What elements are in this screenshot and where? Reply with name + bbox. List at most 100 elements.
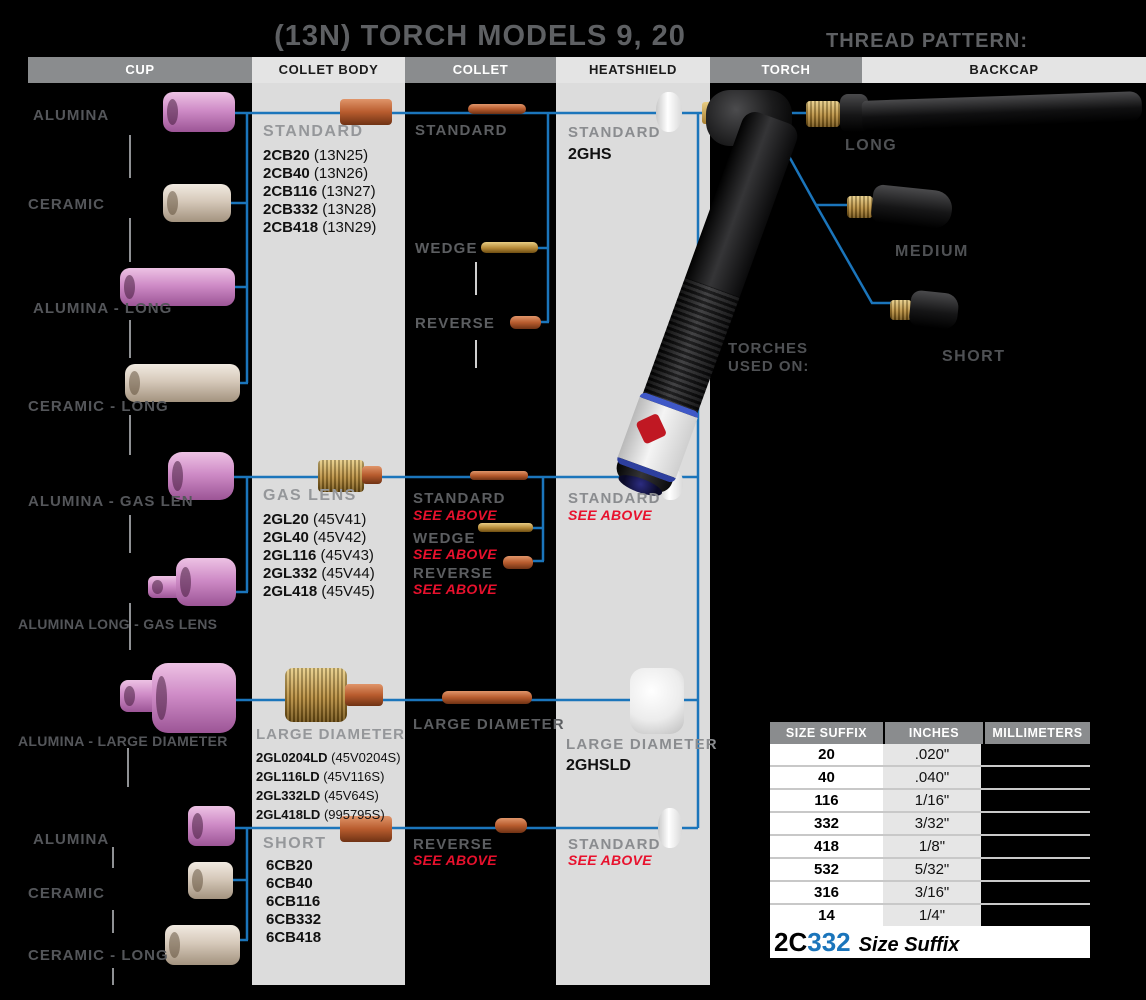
collet-wedge2-note: SEE ABOVE bbox=[413, 546, 497, 562]
cup-alumina-long-gas-lens-neck bbox=[148, 576, 182, 598]
part-number: 2CB332 (13N28) bbox=[263, 201, 377, 218]
collet-standard2-note: SEE ABOVE bbox=[413, 507, 497, 523]
table-row: 20.020" bbox=[770, 744, 1090, 767]
collet-body-short-title: SHORT bbox=[263, 835, 327, 852]
part-number: 2GL116 (45V43) bbox=[263, 547, 374, 564]
collet-reverse3-note: SEE ABOVE bbox=[413, 852, 497, 868]
part-number: 6CB116 bbox=[266, 893, 321, 910]
collet-wedge-image bbox=[481, 242, 538, 253]
part-number: 6CB332 bbox=[266, 911, 322, 928]
heatshield-standard3-label: STANDARD bbox=[568, 836, 661, 853]
collet-body-large-diameter-tip bbox=[345, 684, 383, 706]
column-header-backcap: BACKCAP bbox=[862, 57, 1146, 83]
backcap-long-label: LONG bbox=[845, 137, 898, 154]
part-number: 6CB40 bbox=[266, 875, 313, 892]
collet-standard2-image bbox=[470, 471, 528, 480]
collet-body-gas-lens-tip bbox=[362, 466, 382, 484]
cup-ceramic-long-small-image bbox=[165, 925, 240, 965]
cup-label-alumina: ALUMINA bbox=[33, 107, 110, 124]
size-table-header: SIZE SUFFIX INCHES MILLIMETERS bbox=[770, 722, 1090, 744]
heatshield-large-diameter-image bbox=[630, 668, 684, 734]
heatshield-band bbox=[556, 83, 710, 985]
part-number: 2GL40 (45V42) bbox=[263, 529, 367, 546]
heatshield-standard-label: STANDARD bbox=[568, 124, 661, 141]
cup-ceramic-long-image bbox=[125, 364, 240, 402]
part-number: 2GL0204LD (45V0204S) bbox=[256, 750, 401, 765]
cup-alumina-small-image bbox=[188, 806, 235, 846]
heatshield-standard2-label: STANDARD bbox=[568, 490, 661, 507]
collet-large-diameter-image bbox=[442, 691, 532, 704]
collet-standard-label: STANDARD bbox=[415, 122, 508, 139]
collet-standard2-label: STANDARD bbox=[413, 490, 506, 507]
cup-label-alumina-long: ALUMINA - LONG bbox=[33, 300, 173, 317]
column-header-collet-body: COLLET BODY bbox=[252, 57, 405, 83]
collet-reverse2-note: SEE ABOVE bbox=[413, 581, 497, 597]
cup-ceramic-small-image bbox=[188, 862, 233, 899]
cup-label-ceramic-2: CERAMIC bbox=[28, 885, 105, 902]
heatshield-standard3-image bbox=[658, 808, 682, 848]
collet-wedge2-image bbox=[478, 523, 533, 532]
backcap-medium-brass bbox=[847, 196, 873, 218]
collet-wedge2-label: WEDGE bbox=[413, 530, 476, 547]
part-number: 2GL332 (45V44) bbox=[263, 565, 375, 582]
thread-pattern-title: THREAD PATTERN: bbox=[826, 30, 1029, 52]
heatshield-large-diameter-part: 2GHSLD bbox=[566, 757, 631, 774]
header-size-suffix: SIZE SUFFIX bbox=[770, 722, 883, 744]
backcap-short-brass bbox=[890, 300, 912, 320]
part-number: 2GL20 (45V41) bbox=[263, 511, 367, 528]
cup-label-ceramic-long-2: CERAMIC - LONG bbox=[28, 947, 169, 964]
cup-alumina-long-gas-lens-image bbox=[176, 558, 236, 606]
collet-body-short-parts: 6CB20 6CB40 6CB116 6CB332 6CB418 bbox=[266, 857, 321, 947]
part-number: 2GL418 (45V45) bbox=[263, 583, 375, 600]
header-inches: INCHES bbox=[885, 722, 983, 744]
collet-wedge-label: WEDGE bbox=[415, 240, 478, 257]
suffix-example-label: Size Suffix bbox=[858, 934, 960, 956]
heatshield-standard-image bbox=[656, 92, 682, 132]
column-header-collet: COLLET bbox=[405, 57, 556, 83]
part-number: 2CB116 (13N27) bbox=[263, 183, 376, 200]
collet-body-large-diameter-parts: 2GL0204LD (45V0204S) 2GL116LD (45V116S) … bbox=[256, 748, 401, 824]
collet-large-diameter-label: LARGE DIAMETER bbox=[413, 716, 565, 733]
collet-body-standard-title: STANDARD bbox=[263, 123, 364, 140]
table-row: 40.040" bbox=[770, 767, 1090, 790]
suffix-example-prefix: 2C bbox=[774, 927, 808, 957]
cup-label-alumina-gas-lens: ALUMINA - GAS LEN bbox=[28, 493, 194, 510]
torches-used-on-label: TORCHES USED ON: bbox=[728, 340, 810, 375]
part-number: 2GL116LD (45V116S) bbox=[256, 769, 385, 784]
cup-label-alumina-large-diameter: ALUMINA - LARGE DIAMETER bbox=[18, 733, 228, 749]
collet-standard-image bbox=[468, 104, 526, 114]
backcap-short-label: SHORT bbox=[942, 348, 1006, 365]
backcap-short-image bbox=[908, 289, 960, 331]
heatshield-standard2-note: SEE ABOVE bbox=[568, 507, 652, 523]
column-header-heatshield: HEATSHIELD bbox=[556, 57, 710, 83]
part-number: 2GL418LD (995795S) bbox=[256, 807, 385, 822]
collet-body-standard-image bbox=[340, 99, 392, 125]
collet-body-gas-lens-image bbox=[318, 460, 364, 492]
column-header-torch: TORCH bbox=[710, 57, 862, 83]
cup-alumina-gas-lens-image bbox=[168, 452, 234, 500]
part-number: 6CB418 bbox=[266, 929, 322, 946]
collet-body-gas-lens-parts: 2GL20 (45V41) 2GL40 (45V42) 2GL116 (45V4… bbox=[263, 511, 375, 601]
collet-reverse2-image bbox=[503, 556, 533, 569]
ck-logo-icon bbox=[635, 412, 668, 445]
part-number: 2CB40 (13N26) bbox=[263, 165, 369, 182]
cup-label-ceramic: CERAMIC bbox=[28, 196, 105, 213]
collet-reverse3-label: REVERSE bbox=[413, 836, 494, 853]
part-number: 2CB20 (13N25) bbox=[263, 147, 369, 164]
collet-body-standard-parts: 2CB20 (13N25) 2CB40 (13N26) 2CB116 (13N2… bbox=[263, 147, 376, 237]
column-header-cup: CUP bbox=[28, 57, 252, 83]
cup-alumina-image bbox=[163, 92, 235, 132]
collet-body-gas-lens-title: GAS LENS bbox=[263, 487, 357, 504]
heatshield-standard3-note: SEE ABOVE bbox=[568, 852, 652, 868]
part-number: 2GL332LD (45V64S) bbox=[256, 788, 379, 803]
cup-label-alumina-long-gas-lens: ALUMINA LONG - GAS LENS bbox=[18, 616, 218, 632]
collet-reverse3-image bbox=[495, 818, 527, 833]
